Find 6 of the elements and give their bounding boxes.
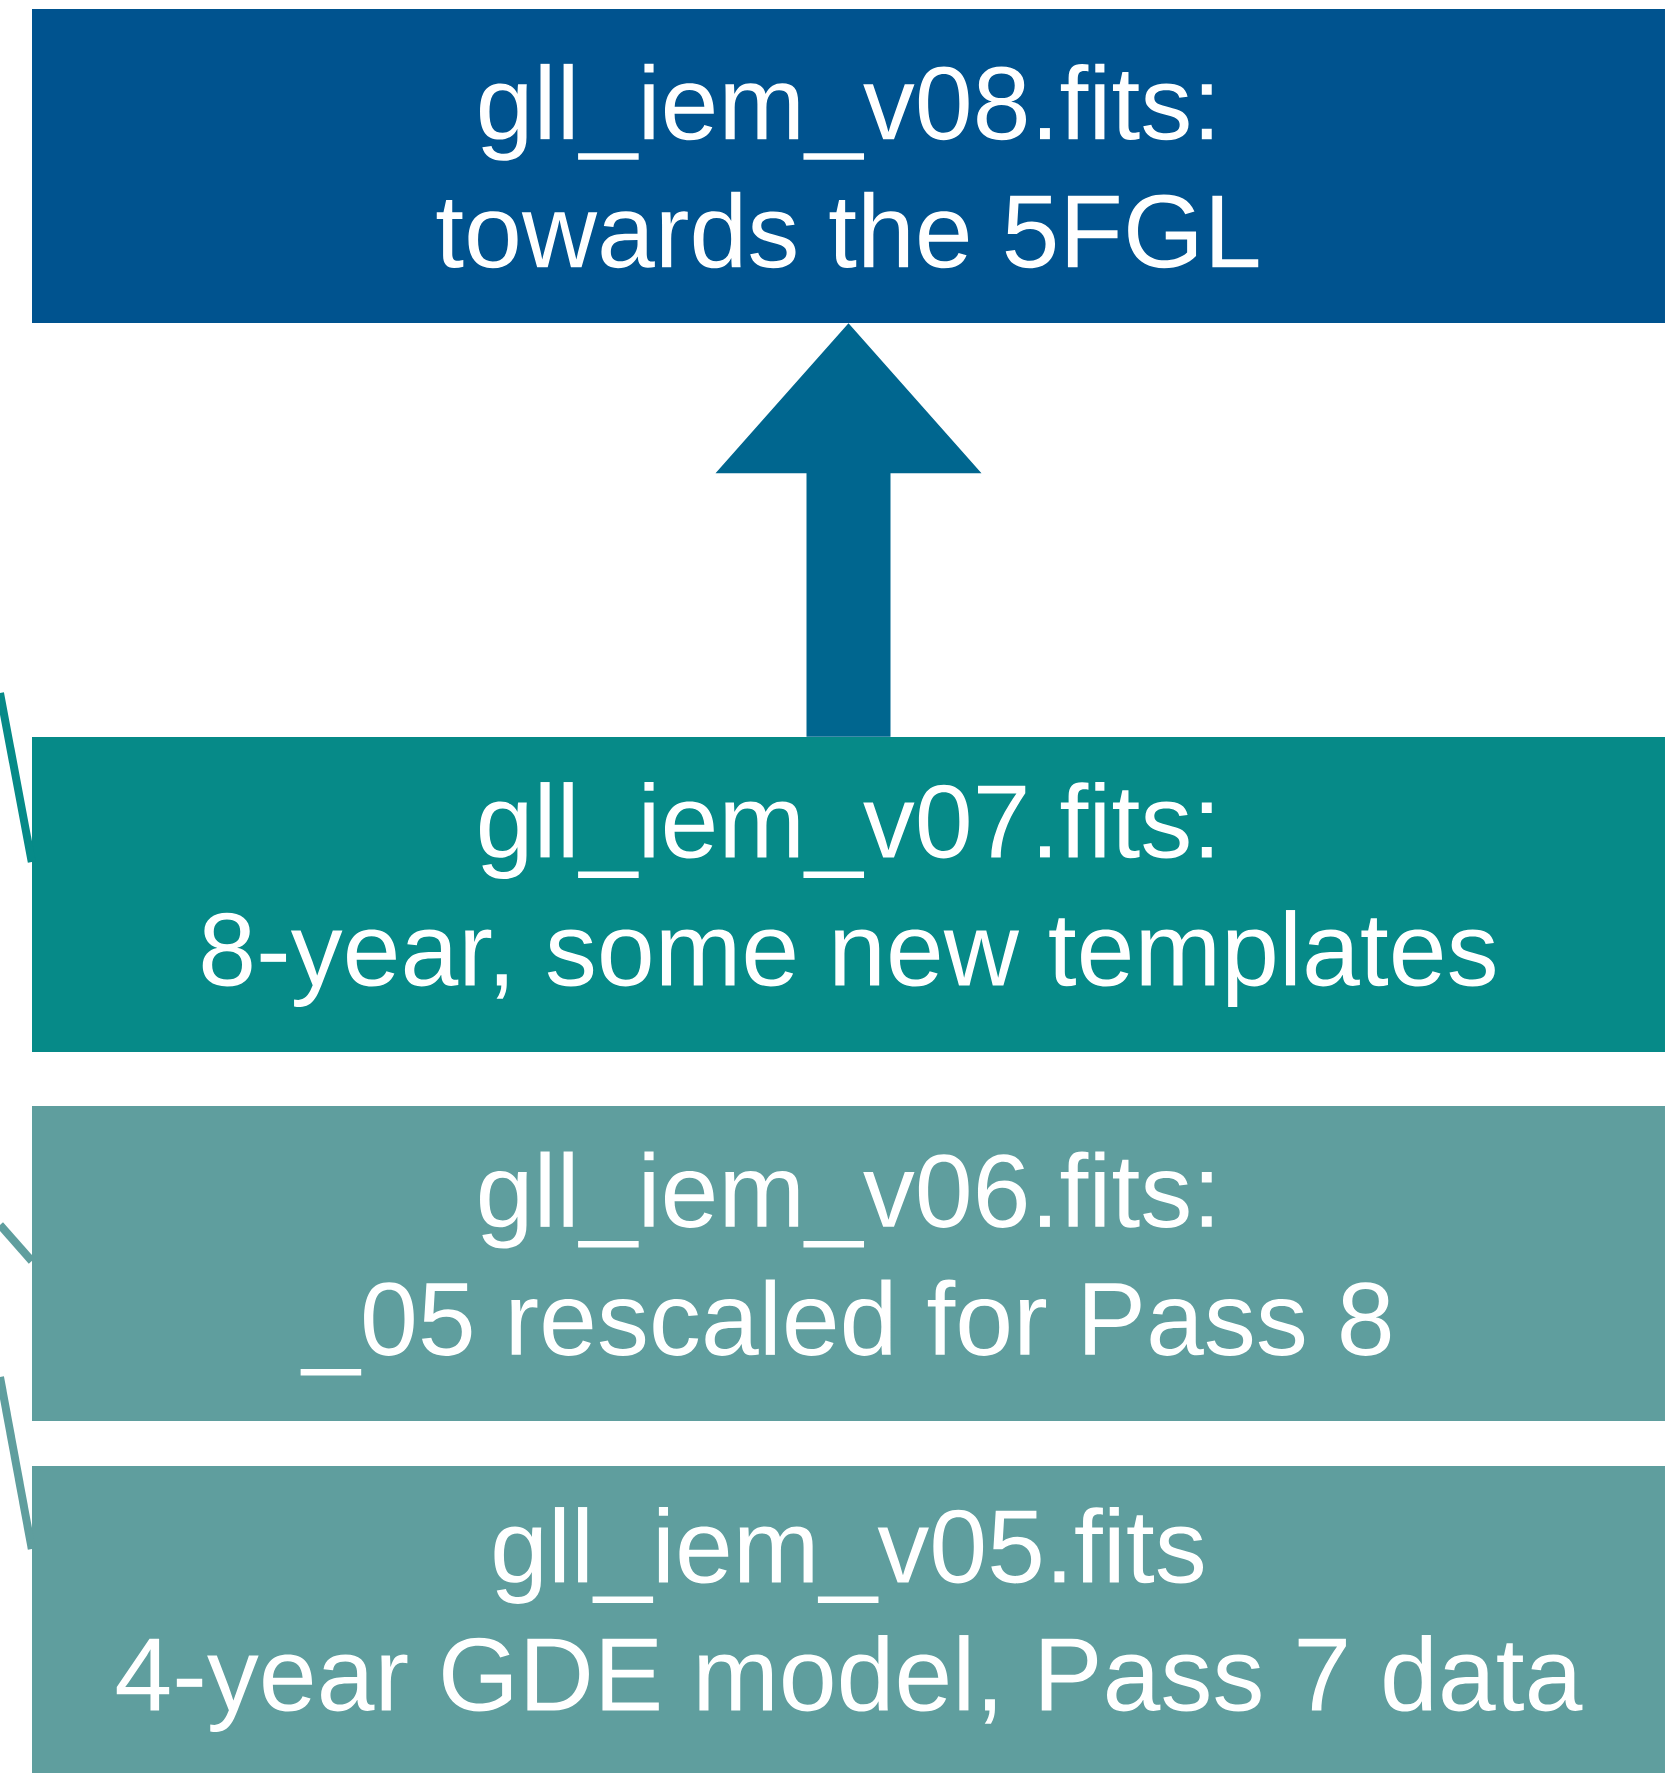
block-arrow <box>715 323 982 737</box>
version-box: gll_iem_v07.fits: 8-year, some new templates <box>32 737 1665 1052</box>
connector-line <box>0 1222 35 1264</box>
version-box: gll_iem_v08.fits: towards the 5FGL <box>32 9 1665 323</box>
version-box: gll_iem_v05.fits 4-year GDE model, Pass 7 data <box>32 1466 1665 1773</box>
version-box: gll_iem_v06.fits: _05 rescaled for Pass 8 <box>32 1106 1665 1421</box>
